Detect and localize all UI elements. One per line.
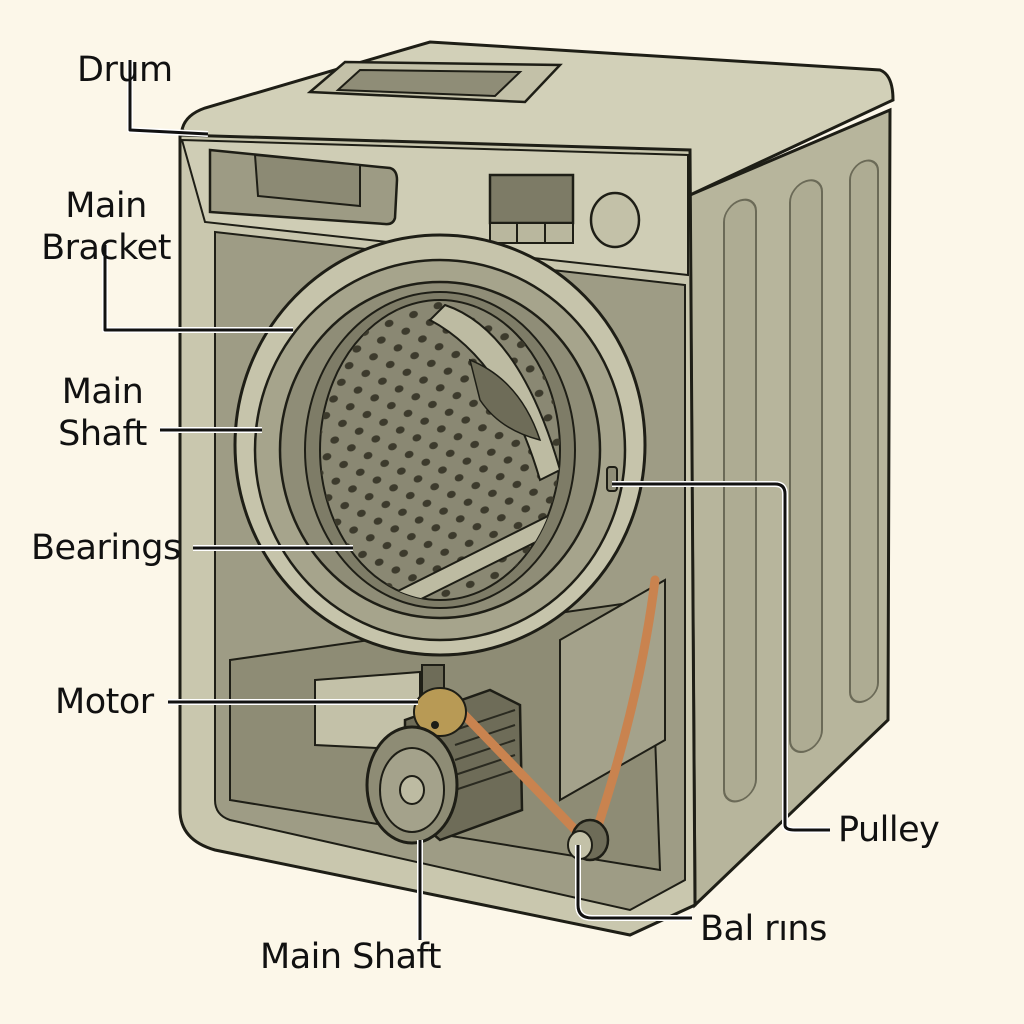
label-bearings-bottom: Bal rıns: [700, 909, 827, 949]
leader-lines: [102, 60, 830, 940]
label-main-bracket: Main Bracket: [36, 184, 176, 270]
label-bearings-left: Bearings: [31, 528, 181, 568]
label-main-shaft-left-line2: Shaft: [58, 414, 147, 454]
drive-belt-vertical: [590, 575, 660, 840]
label-drum: Drum: [77, 50, 173, 90]
brass-hub: [413, 687, 467, 737]
label-main-shaft-left: Main Shaft: [50, 370, 155, 456]
cabinet-side-panel: [688, 107, 892, 909]
leader-bearings-bottom: [576, 845, 692, 920]
panel-button: [489, 222, 518, 244]
leader-main-bracket: [103, 245, 293, 332]
door-latch: [606, 466, 618, 492]
drive-system: [365, 575, 660, 862]
label-pulley: Pulley: [838, 810, 940, 850]
label-main-bracket-line2: Bracket: [41, 228, 171, 268]
leader-drum: [128, 60, 209, 136]
leader-pulley: [612, 482, 830, 832]
label-motor: Motor: [55, 682, 154, 722]
drive-belt: [445, 695, 590, 845]
label-main-bracket-line1: Main: [65, 186, 147, 226]
label-main-shaft-left-line1: Main: [61, 372, 144, 412]
drum-assembly: [233, 233, 647, 657]
panel-button: [544, 222, 574, 244]
display-panel: [488, 173, 575, 225]
panel-button: [516, 222, 546, 244]
control-knob: [589, 191, 641, 249]
label-main-shaft-bottom: Main Shaft: [260, 937, 441, 977]
